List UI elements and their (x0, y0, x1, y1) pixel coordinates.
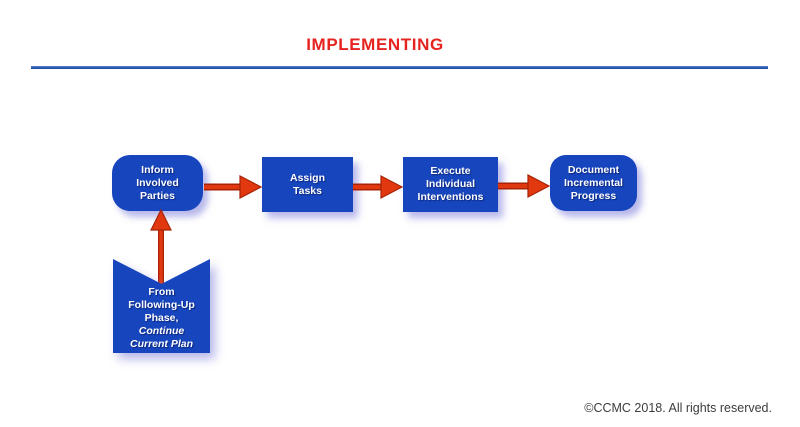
flow-step-assign-tasks: Assign Tasks (262, 157, 353, 212)
right-arrow-icon (204, 175, 262, 199)
right-arrow-icon (353, 175, 403, 199)
flow-step-label: Assign Tasks (289, 171, 325, 197)
banner-from-following-up-phase: From Following-Up Phase, Continue Curren… (113, 259, 210, 353)
page-title: IMPLEMENTING (306, 35, 444, 54)
flow-step-label: Document Incremental Progress (564, 163, 623, 202)
flow-step-label: Inform Involved Parties (136, 163, 179, 202)
flow-step-document-incremental-progress: Document Incremental Progress (550, 155, 637, 211)
banner-text-italic: Continue Current Plan (129, 325, 193, 350)
up-arrow-icon (150, 208, 172, 286)
copyright-text: ©CCMC 2018. All rights reserved. (584, 401, 772, 415)
flow-step-inform-involved-parties: Inform Involved Parties (112, 155, 203, 211)
flow-step-execute-individual-interventions: Execute Individual Interventions (403, 157, 498, 212)
title-divider (31, 66, 768, 69)
flow-step-label: Execute Individual Interventions (417, 165, 484, 203)
right-arrow-icon (498, 174, 550, 198)
banner-text: From Following-Up Phase, (128, 286, 195, 324)
banner-shape: From Following-Up Phase, Continue Curren… (113, 259, 210, 353)
